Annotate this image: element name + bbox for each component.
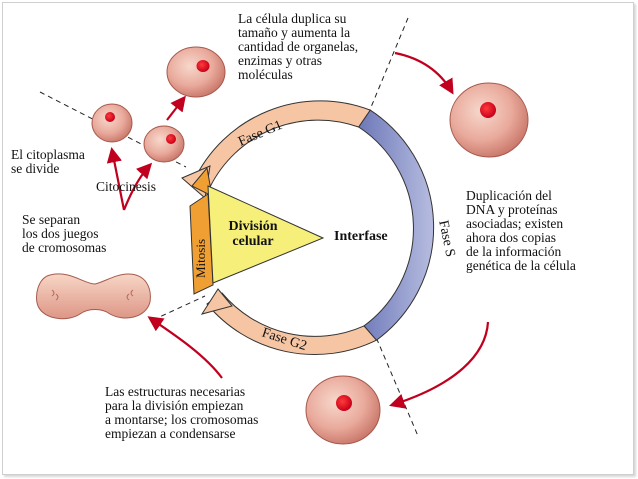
g1-s-boundary-line xyxy=(368,17,409,113)
cell-after-g1-nucleus xyxy=(480,102,496,118)
daughter-cell-left-nucleus xyxy=(105,112,115,122)
cell-after-g1 xyxy=(449,82,529,158)
s-g2-boundary-line xyxy=(372,329,419,437)
citocinesis-label: Citocinesis xyxy=(96,179,156,194)
daughter-cell-right xyxy=(143,125,185,163)
caption-s-line: genética de la célula xyxy=(466,258,576,273)
caption-g2-line: empiezan a condensarse xyxy=(105,426,236,441)
caption-chromosomes: Se separan los dos juegos de cromosomas xyxy=(22,213,106,255)
caption-cytoplasm: El citoplasma se divide xyxy=(11,148,85,176)
daughter-cell-left xyxy=(91,103,133,143)
caption-s-line: Duplicación del xyxy=(466,188,552,203)
arrow-to-g1-cell xyxy=(394,51,454,95)
label-fase-s: Fase S xyxy=(435,219,457,258)
interfase-label: Interfase xyxy=(334,229,388,244)
caption-g2-line: a montarse; los cromosomas xyxy=(105,412,259,427)
mitosis-g2-boundary-line xyxy=(152,295,206,321)
arrow-to-left-cell xyxy=(106,146,126,211)
s-phase-band xyxy=(357,109,435,341)
red-arrows xyxy=(106,51,490,409)
mitosis-arrow-head xyxy=(191,166,213,197)
caption-s-line: ahora dos copias xyxy=(466,230,556,245)
caption-g2: Las estructuras necesarias para la divis… xyxy=(105,385,258,441)
arrow-to-right-cell xyxy=(122,162,153,211)
arrow-to-g2-cell xyxy=(389,321,490,409)
caption-g1-line: La célula duplica su xyxy=(238,11,347,26)
arrow-to-dividing-cell xyxy=(147,316,223,379)
cell-after-g2-nucleus xyxy=(336,395,352,411)
cell-top xyxy=(166,46,226,98)
chromosome-marks xyxy=(51,289,134,301)
division-celular-wedge xyxy=(207,185,325,284)
label-mitosis: Mitosis xyxy=(193,239,208,278)
caption-chromosomes-line: Se separan xyxy=(22,212,81,227)
caption-chromosomes-line: de cromosomas xyxy=(22,240,107,255)
g1-phase-band xyxy=(193,100,371,188)
g2-arrow-head xyxy=(200,288,233,315)
caption-g1: La célula duplica su tamaño y aumenta la… xyxy=(238,12,358,82)
caption-cytoplasm-line: se divide xyxy=(11,161,60,176)
dividing-cell xyxy=(36,273,151,320)
cell-top-nucleus xyxy=(196,60,210,72)
caption-g1-line: tamaño y aumenta la xyxy=(238,25,351,40)
caption-s-line: de la información xyxy=(466,244,562,259)
caption-g1-line: cantidad de organelas, xyxy=(238,39,359,54)
arrow-to-top-cell xyxy=(166,95,186,121)
caption-g2-line: Las estructuras necesarias xyxy=(105,384,246,399)
division-label-line1: División xyxy=(228,219,278,234)
caption-s: Duplicación del DNA y proteínas asociada… xyxy=(466,189,576,273)
division-label-line2: celular xyxy=(232,234,274,249)
caption-g1-line: moléculas xyxy=(238,67,293,82)
caption-cytoplasm-line: El citoplasma xyxy=(11,147,85,162)
caption-s-line: asociadas; existen xyxy=(466,216,564,231)
caption-g2-line: para la división empiezan xyxy=(105,398,244,413)
caption-s-line: DNA y proteínas xyxy=(466,202,558,217)
mitosis-band xyxy=(189,193,214,295)
division-celular-label: División celular xyxy=(218,219,288,249)
caption-g1-line: enzimas y otras xyxy=(238,53,322,68)
caption-chromosomes-line: los dos juegos xyxy=(22,226,99,241)
daughter-cell-right-nucleus xyxy=(166,134,176,144)
